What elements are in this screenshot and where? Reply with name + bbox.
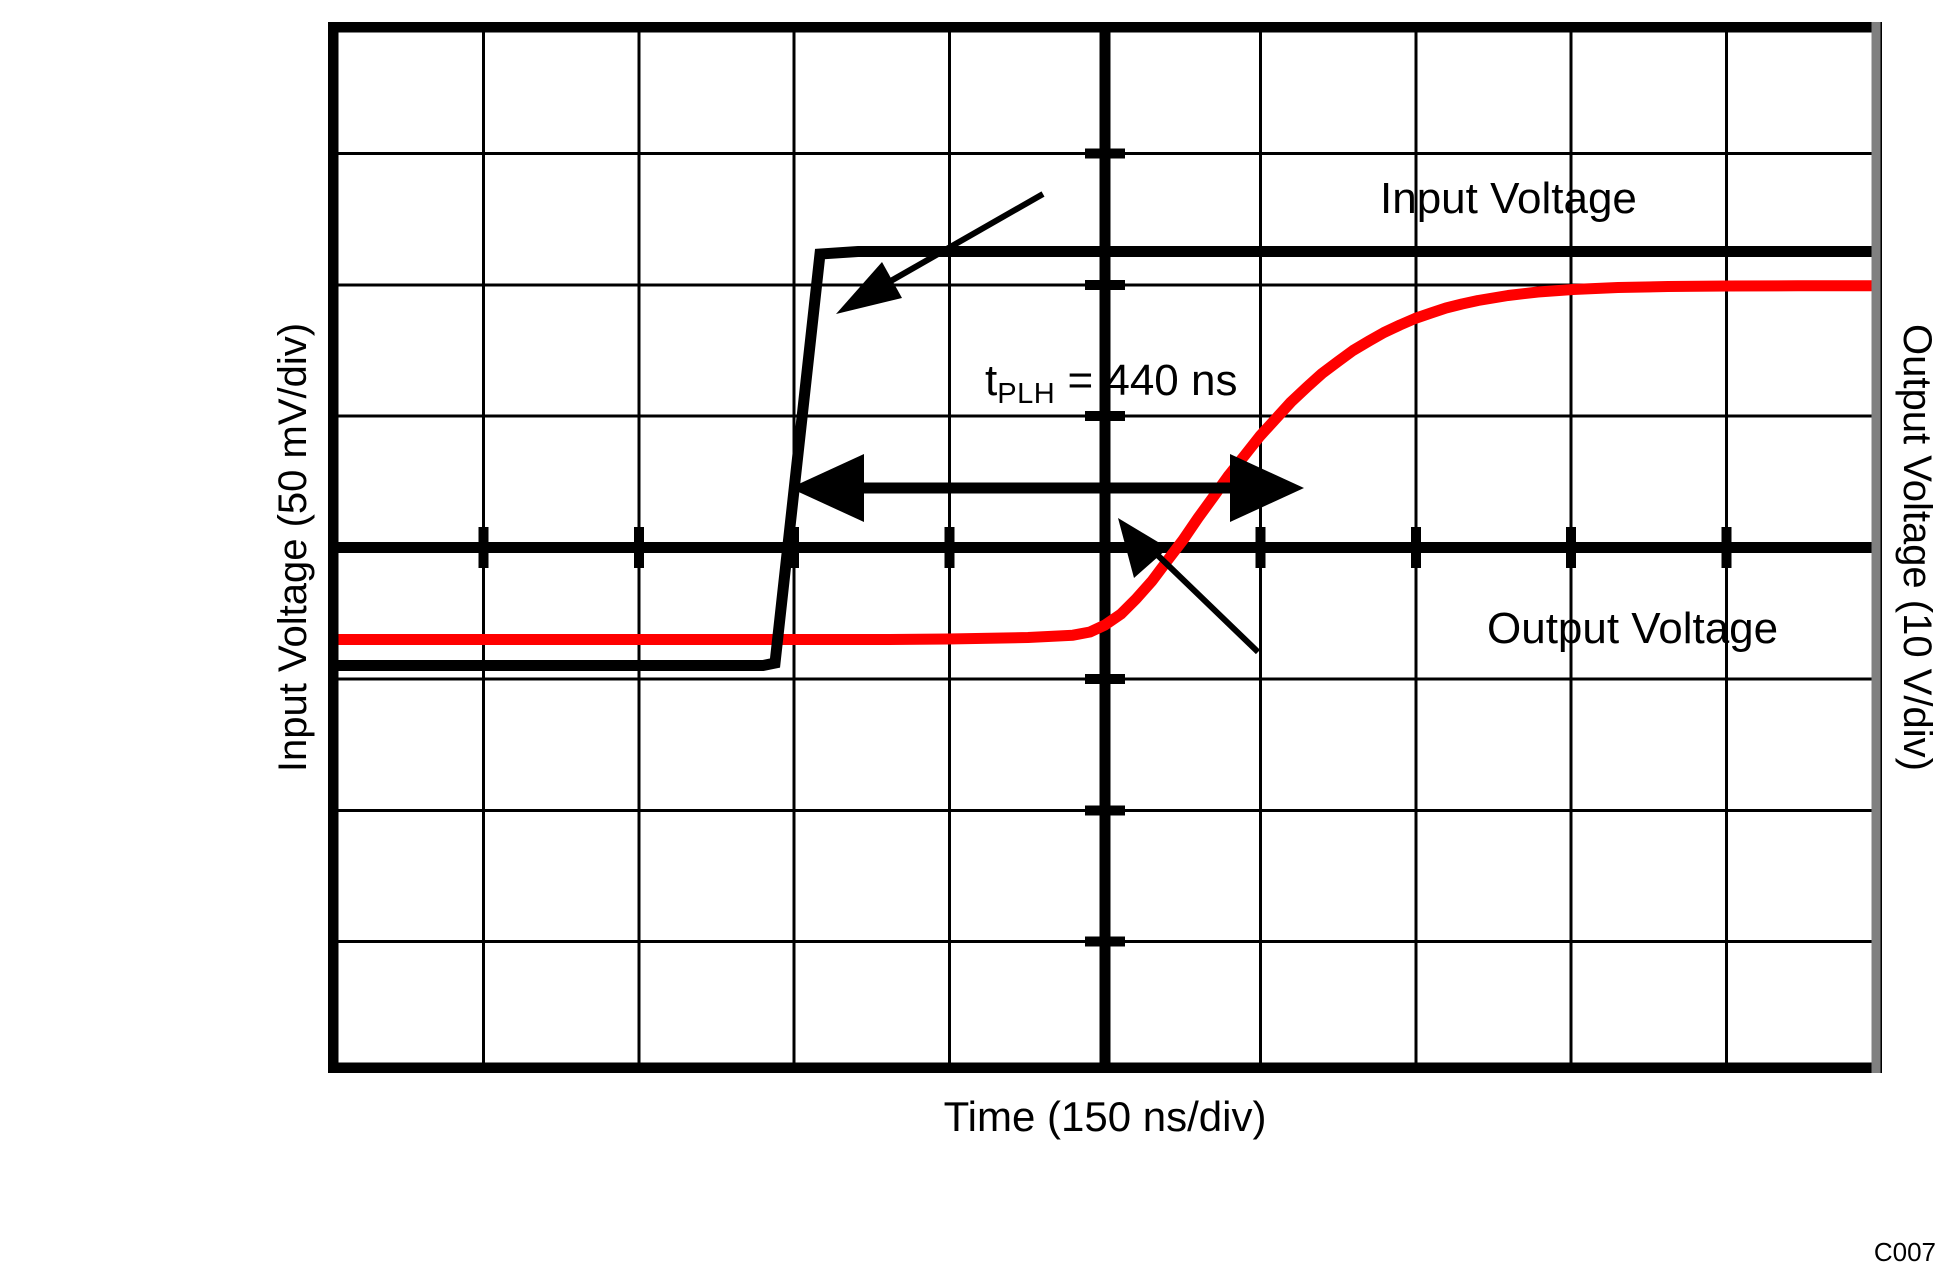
annotation-tplh: tPLH = 440 ns: [985, 356, 1237, 411]
leader-line-input-voltage: [836, 191, 1045, 314]
tplh-symbol: t: [985, 356, 998, 405]
figure-id-label: C007: [1873, 1237, 1936, 1267]
center-axis-ticks-vertical: [1085, 148, 1125, 947]
center-axes: [328, 22, 1882, 1073]
plot-svg: [328, 22, 1882, 1073]
leader-line-output-voltage: [1118, 518, 1261, 655]
tplh-subscript: PLH: [997, 378, 1056, 411]
trace-output-voltage: [328, 280, 1882, 645]
y-axis-right-title: Output Voltage (10 V/div): [1895, 324, 1939, 771]
trace-input-voltage: [328, 246, 1882, 671]
tplh-measurement-arrow: [790, 454, 1304, 522]
x-axis-title: Time (150 ns/div): [943, 1093, 1267, 1140]
tplh-value: = 440 ns: [1055, 356, 1238, 405]
y-axis-left-title: Input Voltage (50 mV/div): [271, 322, 315, 773]
annotation-output-voltage: Output Voltage: [1487, 604, 1779, 653]
plot-area: Input Voltage Output Voltage tPLH = 440 …: [328, 22, 1882, 1073]
annotation-input-voltage: Input Voltage: [1380, 174, 1637, 223]
